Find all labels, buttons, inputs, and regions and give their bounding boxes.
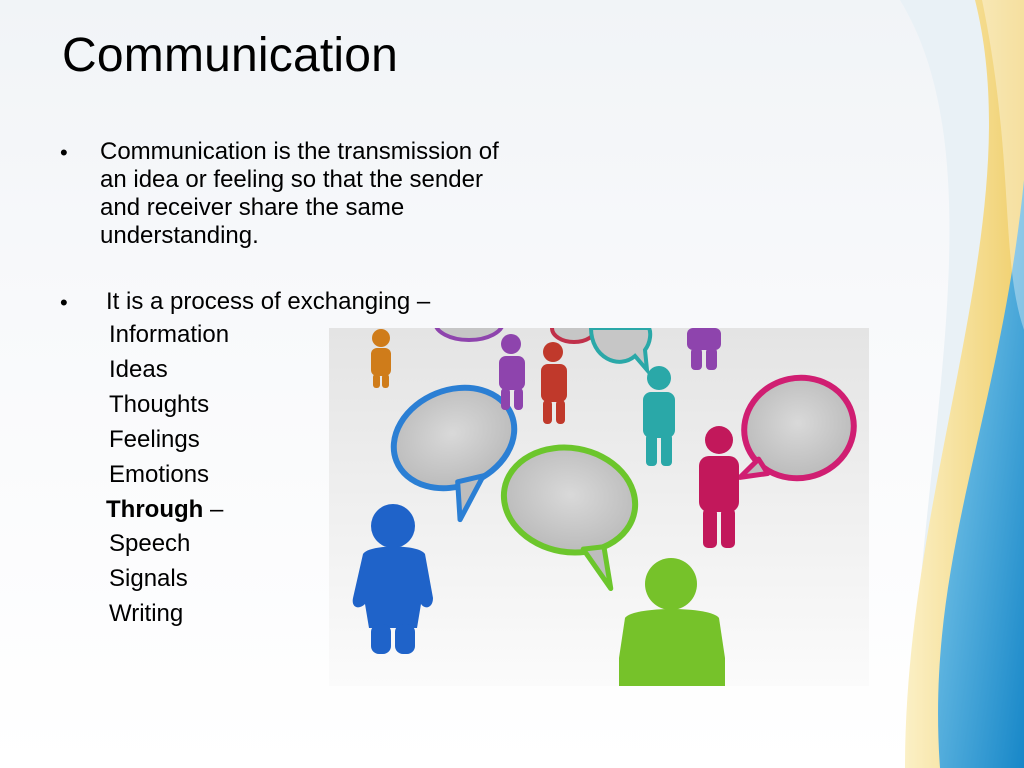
bullet-dot: • bbox=[60, 140, 68, 165]
through-heading: Through – bbox=[106, 496, 224, 523]
person-figure bbox=[541, 342, 567, 424]
list-item: Feelings bbox=[109, 426, 200, 453]
communication-illustration bbox=[329, 328, 869, 686]
person-figure bbox=[643, 366, 675, 466]
person-figure bbox=[352, 504, 433, 654]
list-item: Information bbox=[109, 321, 230, 348]
speech-bubble bbox=[737, 374, 857, 482]
speech-bubble bbox=[550, 328, 598, 344]
person-figure bbox=[371, 329, 391, 388]
person-figure bbox=[699, 426, 739, 548]
bullet-process: It is a process of exchanging – bbox=[106, 288, 431, 315]
person-figure bbox=[687, 328, 721, 370]
list-item: Writing bbox=[109, 600, 184, 627]
speech-bubble bbox=[500, 444, 639, 592]
speech-bubble bbox=[434, 328, 504, 342]
slide-title: Communication bbox=[62, 29, 399, 82]
list-item: Signals bbox=[109, 565, 188, 592]
list-item: Thoughts bbox=[109, 391, 210, 418]
person-figure bbox=[619, 558, 725, 686]
list-item: Emotions bbox=[109, 461, 210, 488]
speech-bubble bbox=[588, 328, 653, 377]
list-item: Speech bbox=[109, 530, 191, 557]
bullet-definition: Communication is the transmission of an … bbox=[100, 138, 499, 249]
list-item: Ideas bbox=[109, 356, 168, 383]
person-figure bbox=[499, 334, 525, 410]
speech-bubble bbox=[390, 384, 518, 523]
bullet-dot: • bbox=[60, 290, 68, 315]
exchange-list: Information Ideas Thoughts Feelings Emot… bbox=[106, 318, 229, 632]
